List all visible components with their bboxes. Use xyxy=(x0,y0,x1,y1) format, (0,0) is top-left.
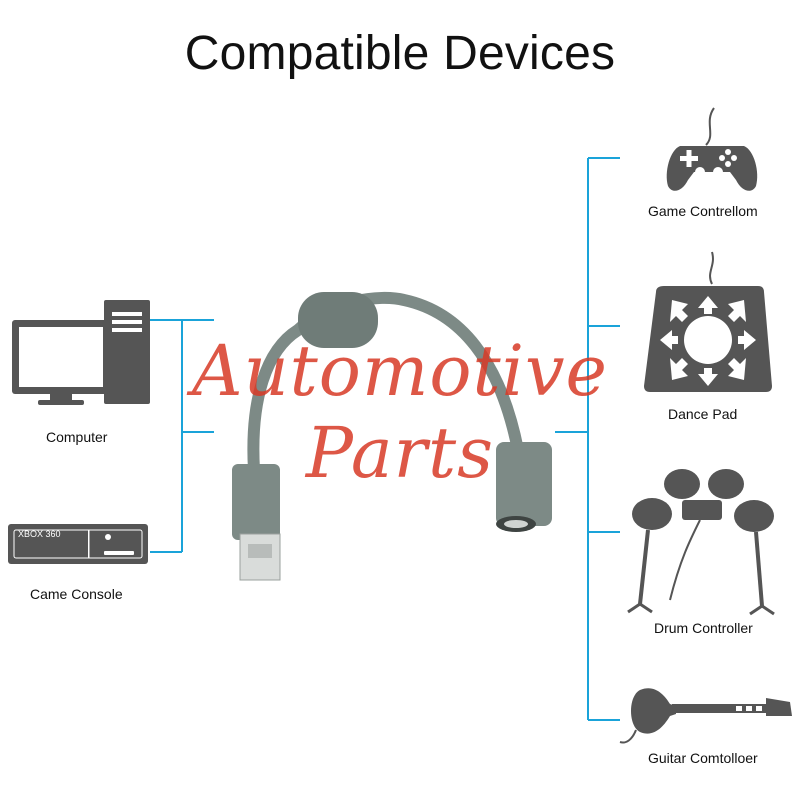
label-drum-controller: Drum Controller xyxy=(654,620,753,636)
xbox-360-badge: XBOX 360 xyxy=(18,529,61,539)
game-console-icon xyxy=(8,524,148,564)
label-game-console: Came Console xyxy=(30,586,123,602)
drum-controller-icon xyxy=(627,469,775,616)
guitar-controller-icon xyxy=(619,688,792,744)
usb-plug-body xyxy=(232,464,280,540)
label-game-controller: Game Contrellom xyxy=(648,203,758,219)
label-computer: Computer xyxy=(46,429,108,445)
left-connector-lines xyxy=(150,319,214,553)
female-connector xyxy=(496,442,552,526)
label-guitar-controller: Guitar Comtolloer xyxy=(648,750,758,766)
computer-icon xyxy=(12,300,150,405)
dance-pad-icon xyxy=(644,251,772,392)
usb-extension-cable xyxy=(232,291,552,581)
label-dance-pad: Dance Pad xyxy=(668,406,738,422)
page-title: Compatible Devices xyxy=(184,27,616,80)
ferrite-bead xyxy=(298,292,378,348)
game-controller-icon xyxy=(666,107,758,191)
right-connector-lines xyxy=(555,157,620,721)
watermark-text: Automotive Parts xyxy=(192,330,608,494)
